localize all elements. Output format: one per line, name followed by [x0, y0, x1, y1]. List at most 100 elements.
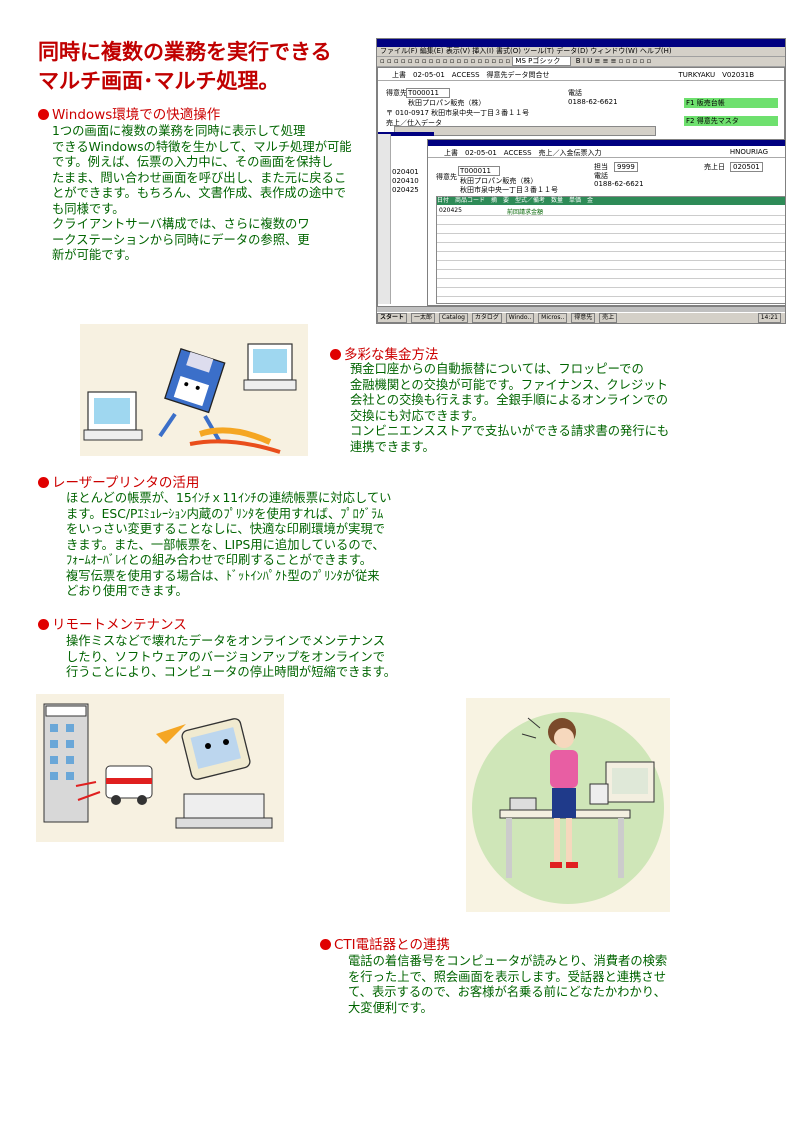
win1-bar: 上書 02-05-01 ACCESS 得意先データ問合せ: [392, 71, 550, 79]
body-line: 大変便利です。: [348, 1000, 433, 1015]
heading-text: レーザープリンタの活用: [52, 475, 200, 491]
title-line-2: マルチ画面･マルチ処理。: [38, 69, 280, 93]
heading-text: 多彩な集金方法: [344, 347, 439, 363]
win2-sales-date: 020501: [730, 162, 763, 172]
grid-row1-date: 020425: [439, 207, 462, 214]
win1-f2-box[interactable]: F2 得意先マスタ: [684, 116, 778, 126]
win1-sub: 売上／仕入データ: [386, 119, 442, 127]
heading-text: CTI電話器との連携: [334, 937, 451, 953]
body-line: をいっさい変更することなしに、快適な印刷環境が実現で: [66, 522, 385, 536]
remote-maintenance-illustration: [36, 694, 284, 842]
left-date: 020425: [392, 186, 419, 194]
taskbar-item[interactable]: Windo..: [505, 313, 535, 323]
body-line: 交換にも対応できます。: [350, 408, 485, 423]
win2-code: HNOURIAG: [729, 148, 768, 156]
win1-customer-name: 秋田プロパン販売（株）: [408, 99, 486, 107]
body-line: ほとんどの帳票が、15ｲﾝﾁｘ11ｲﾝﾁの連続帳票に対応してい: [66, 491, 392, 505]
body-line: ﾌｫｰﾑｵｰﾊﾞﾚｲとの組み合わせで印刷することができます。: [66, 553, 373, 567]
win1-tel: 0188-62-6621: [568, 98, 618, 106]
win2-tel: 0188-62-6621: [594, 180, 644, 188]
section-body-collection: 預金口座からの自動振替については、フロッピーでの 金融機関との交換が可能です。フ…: [350, 362, 669, 455]
win1-address: 〒 010-0917 秋田市泉中央一丁目３番１１号: [386, 109, 530, 117]
page-title: 同時に複数の業務を実行できる マルチ画面･マルチ処理。: [38, 38, 332, 96]
win1-tel-label: 電話: [568, 89, 582, 97]
body-line: コンビニエンスストアで支払いができる請求書の発行にも: [350, 424, 670, 438]
win2-customer-name: 秋田プロパン販売（株）: [460, 177, 538, 185]
app-screenshot: ファイル(F) 編集(E) 表示(V) 挿入(I) 書式(O) ツール(T) デ…: [376, 38, 786, 324]
win2-staff: 9999: [614, 162, 638, 172]
bullet-icon: [320, 939, 331, 950]
left-date: 020410: [392, 177, 419, 185]
taskbar-item[interactable]: 一太郎: [410, 313, 435, 323]
section-body-printer: ほとんどの帳票が、15ｲﾝﾁｘ11ｲﾝﾁの連続帳票に対応してい ます。ESC/P…: [66, 491, 391, 600]
win2-customer-label: 得意先: [436, 173, 457, 181]
body-line: 預金口座からの自動振替については、フロッピーでの: [350, 362, 644, 376]
section-body-windows: 1つの画面に複数の業務を同時に表示して処理 できるWindowsの特徴を生かして…: [52, 124, 352, 264]
taskbar-item[interactable]: カタログ: [471, 313, 502, 323]
win2-bar: 上書 02-05-01 ACCESS 売上／入金伝票入力: [444, 149, 602, 157]
body-line: したり、ソフトウェアのバージョンアップをオンラインで: [66, 649, 385, 664]
body-line: 新が可能です。: [52, 248, 137, 262]
taskbar-item[interactable]: 得意先: [571, 313, 596, 323]
section-heading-collection: 多彩な集金方法: [330, 346, 439, 364]
title-line-1: 同時に複数の業務を実行できる: [38, 40, 332, 64]
section-body-remote: 操作ミスなどで壊れたデータをオンラインでメンテナンス したり、ソフトウェアのバー…: [66, 634, 396, 681]
taskbar-clock: 14:21: [757, 313, 781, 323]
start-button[interactable]: スタート: [377, 313, 408, 323]
screenshot-toolbar: ▫ ▫ ▫ ▫ ▫ ▫ ▫ ▫ ▫ ▫ ▫ ▫ ▫ ▫ ▫ ▫ ▫ ▫ ▫ MS…: [377, 57, 785, 67]
screenshot-window-2: 上書 02-05-01 ACCESS 売上／入金伝票入力 HNOURIAG 得意…: [427, 139, 785, 306]
cti-illustration: [466, 698, 670, 912]
screenshot-titlebar: [377, 39, 785, 47]
body-line: できるWindowsの特徴を生かして、マルチ処理が可能: [52, 139, 352, 154]
win1-customer-code: T000011: [406, 88, 450, 98]
body-line: ます。ESC/Pｴﾐｭﾚｰｼｮﾝ内蔵のﾌﾟﾘﾝﾀを使用すれば、ﾌﾟﾛｸﾞﾗﾑ: [66, 506, 384, 521]
section-heading-cti: CTI電話器との連携: [320, 936, 450, 954]
win2-customer-code: T000011: [458, 166, 500, 176]
body-line: です。例えば、伝票の入力中に、その画面を保持し: [52, 155, 334, 169]
section-body-cti: 電話の着信番号をコンピュータが読みとり、消費者の検索 を行った上で、照会画面を表…: [348, 954, 667, 1016]
win1-f1-box[interactable]: F1 販売台帳: [684, 98, 778, 108]
taskbar-item[interactable]: Micros..: [538, 313, 568, 323]
body-line: 1つの画面に複数の業務を同時に表示して処理: [52, 124, 306, 138]
heading-text: リモートメンテナンス: [52, 617, 187, 633]
win2-staff-label: 担当: [594, 163, 608, 171]
body-line: どおり使用できます。: [66, 584, 188, 598]
body-line: とができます。もちろん、文書作成、表作成の途中で: [52, 186, 346, 200]
body-line: も同様です。: [52, 201, 125, 216]
body-line: クライアントサーバ構成では、さらに複数のワ: [52, 217, 310, 231]
heading-text: Windows環境での快適操作: [52, 107, 221, 123]
win1-customer-label: 得意先: [386, 89, 407, 97]
body-line: を行った上で、照会画面を表示します。受話器と連携させ: [348, 969, 666, 984]
bullet-icon: [38, 109, 49, 120]
left-date: 020401: [392, 168, 419, 176]
left-dates: 020401 020410 020425: [392, 168, 419, 195]
body-line: ークステーションから同時にデータの参照、更: [52, 232, 310, 247]
section-heading-printer: レーザープリンタの活用: [38, 474, 199, 492]
body-line: 金融機関との交換が可能です。ファイナンス、クレジット: [350, 377, 668, 392]
body-line: 連携できます。: [350, 439, 435, 454]
screenshot-menubar: ファイル(F) 編集(E) 表示(V) 挿入(I) 書式(O) ツール(T) デ…: [377, 47, 785, 57]
win1-code: TURKYAKU V02031B: [678, 71, 754, 79]
body-line: 会社との交換も行えます。全銀手順によるオンラインでの: [350, 393, 668, 407]
body-line: きます。また、一部帳票を、LIPS用に追加しているので、: [66, 537, 385, 552]
floppy-illustration: [80, 324, 308, 456]
row-numbers: [378, 134, 391, 304]
body-line: 複写伝票を使用する場合は、ﾄﾞｯﾄｲﾝﾊﾟｸﾄ型のﾌﾟﾘﾝﾀが従来: [66, 568, 380, 583]
bullet-icon: [38, 477, 49, 488]
win2-sales-date-label: 売上日: [704, 163, 725, 171]
bullet-icon: [330, 349, 341, 360]
body-line: 行うことにより、コンピュータの停止時間が短縮できます。: [66, 665, 397, 679]
font-box: MS Pゴシック: [512, 57, 572, 66]
win2-tel-label: 電話: [594, 172, 608, 180]
bullet-icon: [38, 619, 49, 630]
body-line: 操作ミスなどで壊れたデータをオンラインでメンテナンス: [66, 634, 386, 648]
win2-address: 秋田市泉中央一丁目３番１１号: [460, 186, 558, 194]
grid-row1-text: 前回請求金額: [507, 209, 544, 216]
section-heading-windows: Windows環境での快適操作: [38, 106, 220, 124]
section-heading-remote: リモートメンテナンス: [38, 616, 187, 634]
screenshot-taskbar: スタート 一太郎 Catalog カタログ Windo.. Micros.. 得…: [377, 312, 785, 323]
grid-header: 日付 商品コード 摘 要 型式／備考 数量 単価 金: [437, 197, 785, 205]
taskbar-item[interactable]: Catalog: [438, 313, 468, 323]
win2-grid[interactable]: 日付 商品コード 摘 要 型式／備考 数量 単価 金 020425 前回請求金額: [436, 196, 785, 304]
taskbar-item[interactable]: 売上: [599, 313, 618, 323]
